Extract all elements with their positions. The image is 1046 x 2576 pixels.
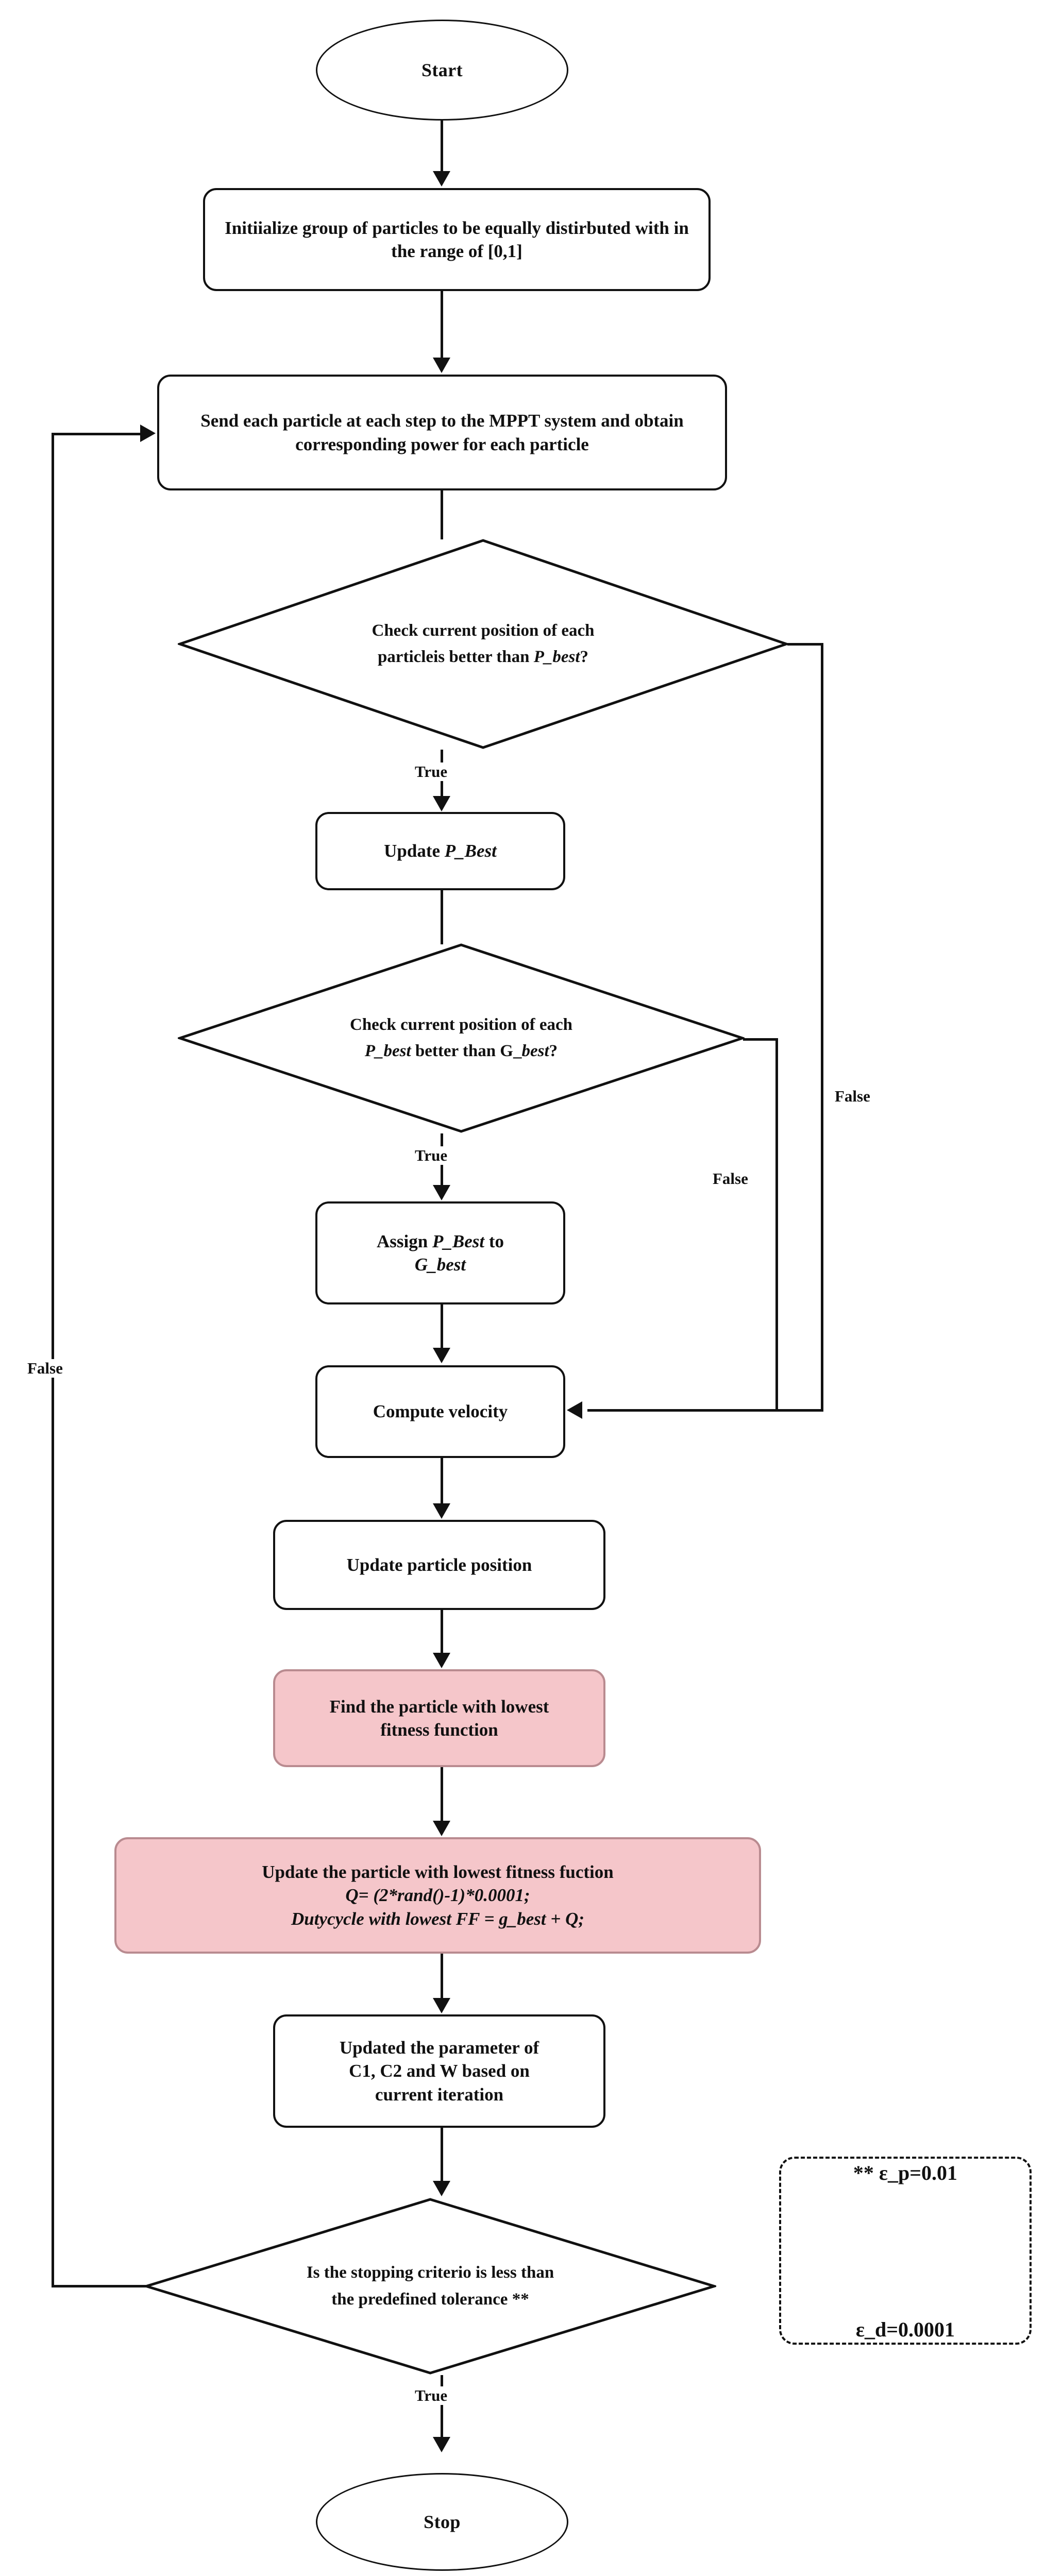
arrowhead-send-particle <box>433 358 450 373</box>
check-gbest-mid: better than G_ <box>411 1042 522 1060</box>
edge-false-loop-top <box>52 433 140 435</box>
arrowhead-send-particle-left <box>140 425 156 442</box>
check-pbest-line2-pre: particleis better than <box>377 648 534 666</box>
diamond-shape-check-pbest <box>178 538 788 750</box>
node-update-lowest-line1: Update the particle with lowest fitness … <box>262 1861 614 1882</box>
edge-false-gbest-top <box>743 1038 778 1041</box>
update-pbest-pre: Update <box>384 841 445 861</box>
node-check-pbest-text: Check current position of each particlei… <box>221 618 746 670</box>
edge-update-params-to-stopping <box>441 2128 443 2182</box>
check-gbest-em2: best <box>521 1042 549 1060</box>
node-update-params-line3: current iteration <box>375 2084 504 2105</box>
diamond-shape-check-gbest <box>178 943 745 1133</box>
node-check-gbest-line1: Check current position of each <box>349 1015 573 1034</box>
node-update-lowest-line3: Dutycycle with lowest FF = g_best + Q; <box>291 1908 585 1929</box>
edge-update-position-to-find-lowest <box>441 1610 443 1654</box>
note-tolerance: ** ε_p=0.01 ε_d=0.0001 <box>779 2157 1032 2345</box>
arrowhead-update-params <box>433 1998 450 2013</box>
edge-false-pbest-vertical <box>821 643 823 1411</box>
arrowhead-stopping-criteria <box>433 2181 450 2196</box>
node-assign-gbest[interactable]: Assign P_Best to G_best <box>315 1201 565 1304</box>
arrowhead-find-lowest <box>433 1653 450 1668</box>
edge-send-to-check-pbest <box>441 490 443 539</box>
arrowhead-initialize <box>433 171 450 187</box>
edge-label-false-gbest: False <box>710 1170 751 1188</box>
node-start-label: Start <box>421 59 463 80</box>
node-update-lowest-line2: Q= (2*rand()-1)*0.0001; <box>345 1885 530 1906</box>
node-check-gbest-line2: P_best better than G_best? <box>217 1038 705 1064</box>
arrowhead-update-lowest <box>433 1821 450 1836</box>
edge-find-lowest-to-update-lowest <box>441 1767 443 1821</box>
edge-false-pbest-top <box>787 643 823 646</box>
assign-gbest-post: to <box>484 1231 504 1251</box>
node-stop-label: Stop <box>424 2511 461 2532</box>
edge-start-to-initialize <box>441 121 443 172</box>
assign-gbest-em2: G_best <box>414 1255 466 1275</box>
diamond-shape-stopping-criteria <box>144 2197 716 2375</box>
node-stopping-criteria[interactable]: Is the stopping criterio is less than th… <box>144 2197 716 2375</box>
node-initialize[interactable]: Initiialize group of particles to be equ… <box>203 188 711 291</box>
node-find-lowest-line2: fitness function <box>380 1720 498 1740</box>
edge-update-pbest-to-check-gbest <box>441 890 443 944</box>
node-stopping-criteria-text: Is the stopping criterio is less than th… <box>184 2260 677 2312</box>
node-stop[interactable]: Stop <box>316 2473 568 2571</box>
edge-label-false-loop: False <box>25 1359 65 1378</box>
node-check-pbest[interactable]: Check current position of each particlei… <box>178 538 788 750</box>
node-assign-gbest-line1: Assign P_Best to <box>377 1230 504 1253</box>
edge-assign-to-compute <box>441 1304 443 1348</box>
node-check-gbest[interactable]: Check current position of each P_best be… <box>178 943 745 1133</box>
check-pbest-line2-post: ? <box>580 648 589 666</box>
arrowhead-stop <box>433 2437 450 2452</box>
note-tolerance-line1: ** ε_p=0.01 <box>853 2161 958 2184</box>
node-update-params-line1: Updated the parameter of <box>339 2037 539 2058</box>
node-compute-velocity[interactable]: Compute velocity <box>315 1365 565 1458</box>
update-pbest-em: P_Best <box>444 841 497 861</box>
node-check-pbest-line1: Check current position of each <box>372 621 595 640</box>
edge-compute-to-update-position <box>441 1458 443 1504</box>
edge-stopping-true <box>441 2375 443 2438</box>
node-update-position[interactable]: Update particle position <box>273 1520 605 1610</box>
edge-label-false-pbest: False <box>832 1087 873 1106</box>
node-check-pbest-line2: particleis better than P_best? <box>221 644 746 670</box>
node-update-position-label: Update particle position <box>346 1554 532 1575</box>
arrowhead-assign-gbest <box>433 1185 450 1200</box>
arrowhead-update-pbest <box>433 796 450 811</box>
node-start[interactable]: Start <box>316 20 568 121</box>
assign-gbest-em: P_Best <box>432 1231 485 1251</box>
node-send-particle[interactable]: Send each particle at each step to the M… <box>157 375 727 490</box>
node-compute-velocity-label: Compute velocity <box>373 1401 508 1422</box>
check-gbest-post: ? <box>549 1042 558 1060</box>
node-find-lowest-line1: Find the particle with lowest <box>329 1696 549 1717</box>
edge-initialize-to-send <box>441 291 443 358</box>
node-update-pbest[interactable]: Update P_Best <box>315 812 565 890</box>
node-send-particle-label: Send each particle at each step to the M… <box>200 411 684 454</box>
check-gbest-em1: P_best <box>364 1042 411 1060</box>
edge-update-lowest-to-update-params <box>441 1954 443 1999</box>
node-initialize-label: Initiialize group of particles to be equ… <box>225 217 689 262</box>
node-check-gbest-text: Check current position of each P_best be… <box>217 1012 705 1064</box>
node-stopping-criteria-line1: Is the stopping criterio is less than <box>306 2263 554 2282</box>
edge-false-gbest-vertical <box>775 1038 778 1411</box>
node-stopping-criteria-line2: the predefined tolerance ** <box>331 2290 529 2309</box>
edge-false-loop-bottom <box>52 2285 148 2287</box>
check-pbest-line2-em: P_best <box>533 648 580 666</box>
node-update-params-line2: C1, C2 and W based on <box>349 2061 530 2081</box>
edge-false-gbest-bottom <box>587 1409 778 1412</box>
node-update-pbest-text: Update P_Best <box>384 839 497 863</box>
node-assign-gbest-line2: G_best <box>415 1253 466 1277</box>
arrowhead-compute-velocity-right <box>567 1401 582 1419</box>
node-update-lowest[interactable]: Update the particle with lowest fitness … <box>114 1837 761 1954</box>
node-update-params[interactable]: Updated the parameter of C1, C2 and W ba… <box>273 2014 605 2128</box>
node-find-lowest[interactable]: Find the particle with lowest fitness fu… <box>273 1669 605 1767</box>
edge-label-true-stop: True <box>412 2386 450 2405</box>
edge-label-true-gbest: True <box>412 1146 450 1165</box>
assign-gbest-pre: Assign <box>377 1231 432 1251</box>
arrowhead-compute-velocity <box>433 1348 450 1363</box>
note-tolerance-line2: ε_d=0.0001 <box>855 2318 955 2341</box>
arrowhead-update-position <box>433 1503 450 1519</box>
edge-label-true-pbest: True <box>412 762 450 781</box>
